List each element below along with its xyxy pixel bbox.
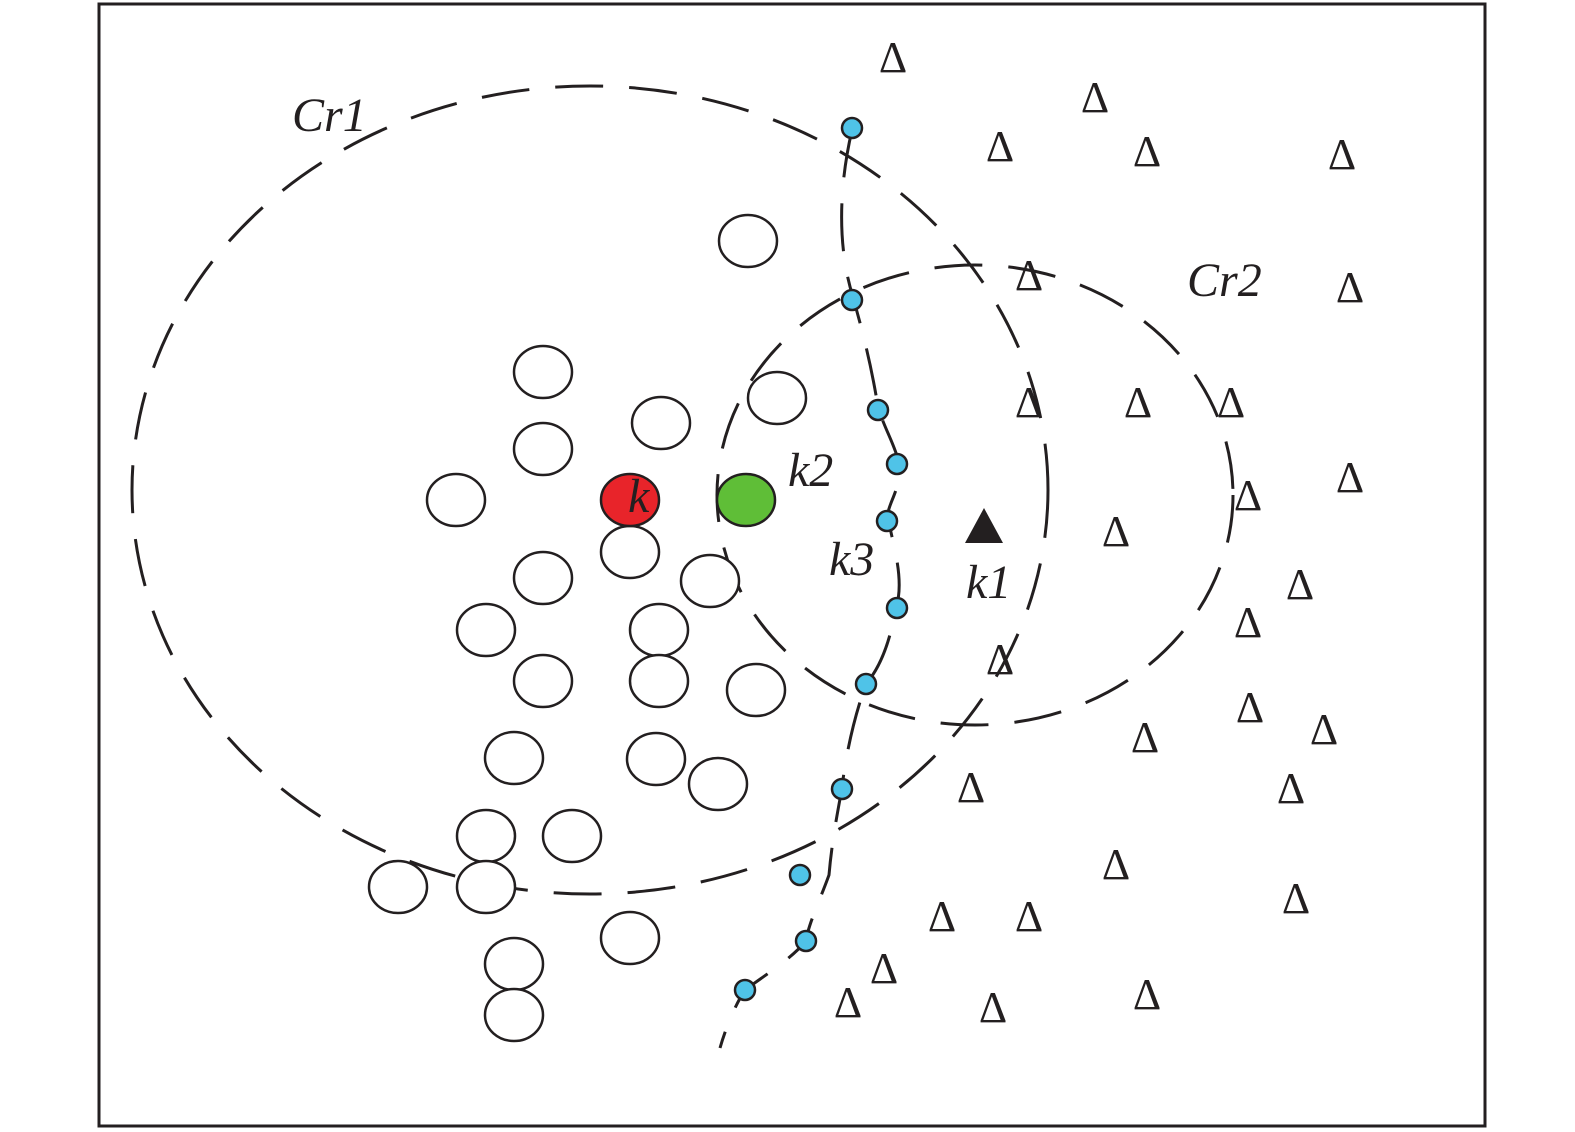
class-b-point: Δ — [986, 122, 1014, 171]
class-b-point: Δ — [1133, 970, 1161, 1019]
boundary-point — [733, 978, 757, 1002]
class-a-point — [512, 421, 574, 477]
class-a-point — [483, 987, 545, 1043]
class-a-point — [630, 395, 692, 451]
boundary-point — [854, 672, 878, 696]
class-a-point — [628, 602, 690, 658]
class-b-point: Δ — [1015, 378, 1043, 427]
class-b-point: Δ — [834, 978, 862, 1027]
class-b-point: Δ — [928, 892, 956, 941]
class-a-point — [717, 213, 779, 269]
point-k1-marker — [965, 508, 1003, 543]
class-a-point — [512, 653, 574, 709]
class-a-point — [512, 550, 574, 606]
class-b-point: Δ — [1015, 892, 1043, 941]
class-b-point: Δ — [1131, 713, 1159, 762]
class-a-points — [367, 213, 808, 1043]
class-b-point: Δ — [1234, 471, 1262, 520]
label-cr2: Cr2 — [1187, 254, 1262, 307]
label-k2: k2 — [788, 444, 833, 497]
class-a-point — [483, 730, 545, 786]
label-k1: k1 — [966, 556, 1011, 609]
class-a-point — [628, 653, 690, 709]
class-b-point: Δ — [1124, 378, 1152, 427]
class-a-point — [455, 859, 517, 915]
class-a-point — [541, 808, 603, 864]
class-b-point: Δ — [1102, 507, 1130, 556]
class-b-point: Δ — [1310, 705, 1338, 754]
neighborhood-cr1 — [130, 84, 1050, 896]
boundary-point — [840, 116, 864, 140]
boundary-points — [733, 116, 909, 1002]
class-a-point — [625, 731, 687, 787]
label-k: k — [628, 470, 651, 523]
class-b-points: Δ Δ Δ Δ Δ Δ Δ Δ Δ Δ Δ Δ Δ Δ Δ Δ Δ Δ Δ Δ … — [834, 33, 1364, 1032]
class-a-point — [367, 859, 429, 915]
class-b-point: Δ — [1336, 263, 1364, 312]
class-b-point: Δ — [870, 944, 898, 993]
boundary-point — [885, 596, 909, 620]
class-b-point: Δ — [1015, 251, 1043, 300]
class-a-point — [599, 910, 661, 966]
boundary-point — [875, 509, 899, 533]
class-b-point: Δ — [879, 33, 907, 82]
class-a-point — [679, 553, 741, 609]
class-b-point: Δ — [1133, 127, 1161, 176]
class-a-point — [746, 370, 808, 426]
label-k3: k3 — [829, 533, 874, 586]
class-b-point: Δ — [1081, 73, 1109, 122]
class-a-point — [425, 472, 487, 528]
class-b-point: Δ — [1286, 560, 1314, 609]
boundary-point — [840, 288, 864, 312]
class-a-point — [455, 808, 517, 864]
boundary-point — [788, 863, 812, 887]
class-a-point — [455, 602, 517, 658]
class-b-point: Δ — [1102, 840, 1130, 889]
class-b-point: Δ — [1277, 764, 1305, 813]
boundary-point — [885, 452, 909, 476]
query-point-k — [599, 472, 661, 528]
class-b-point: Δ — [1234, 598, 1262, 647]
boundary-point — [830, 777, 854, 801]
class-b-point: Δ — [979, 983, 1007, 1032]
class-b-point: Δ — [1236, 683, 1264, 732]
class-b-point: Δ — [1217, 378, 1245, 427]
boundary-point — [866, 398, 890, 422]
class-a-point — [483, 936, 545, 992]
class-b-point: Δ — [1282, 874, 1310, 923]
class-b-point: Δ — [986, 635, 1014, 684]
class-a-point — [725, 662, 787, 718]
class-a-point — [512, 344, 574, 400]
neighbor-point-k2 — [715, 472, 777, 528]
class-b-point: Δ — [1336, 453, 1364, 502]
label-cr1: Cr1 — [292, 89, 367, 142]
class-b-point: Δ — [1328, 130, 1356, 179]
class-b-point: Δ — [957, 763, 985, 812]
class-a-point — [687, 756, 749, 812]
boundary-point — [794, 929, 818, 953]
class-a-point — [599, 524, 661, 580]
diagram-frame — [97, 2, 1487, 1128]
